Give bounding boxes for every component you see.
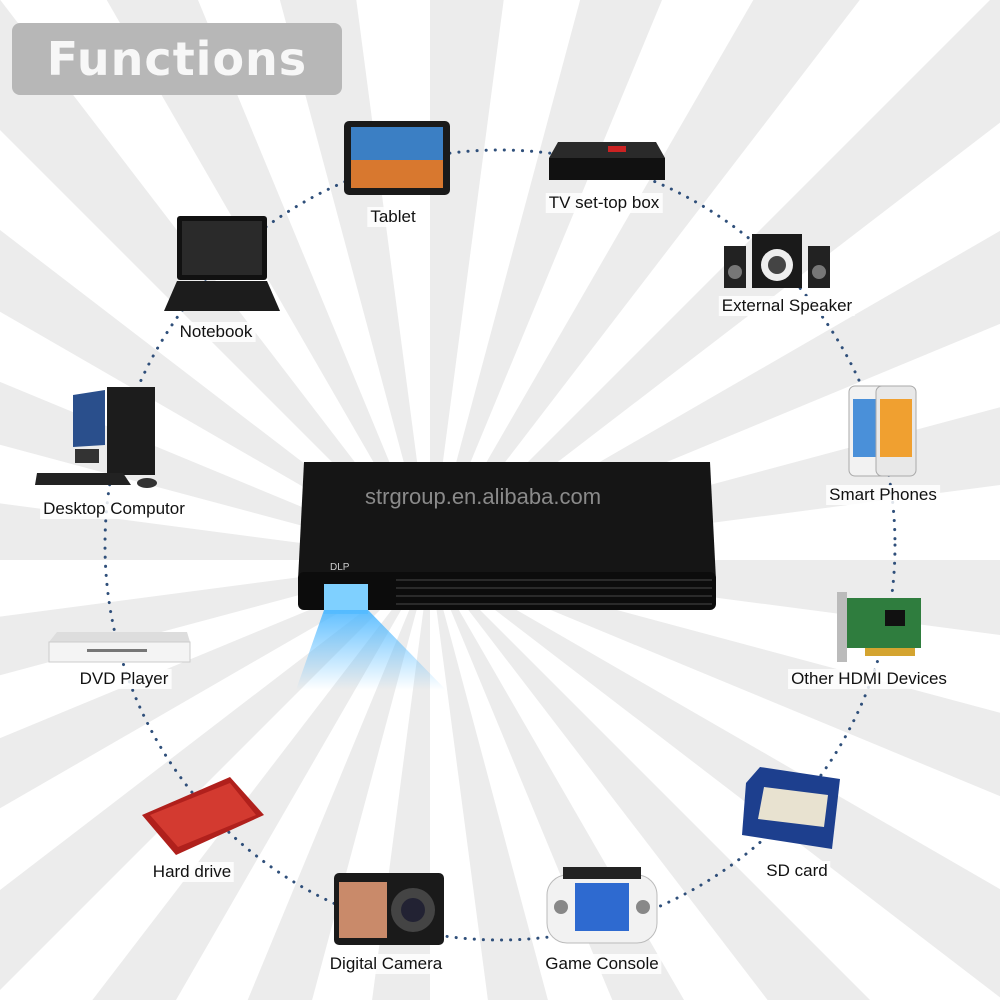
background-ray: [279, 0, 430, 560]
label-desktop-computer: Desktop Computor: [40, 499, 188, 519]
smartphone-icon: [848, 385, 917, 477]
background-ray: [430, 0, 662, 560]
label-sd-card: SD card: [763, 861, 831, 881]
game-console-icon: [546, 867, 658, 944]
label-game-console: Game Console: [542, 954, 662, 974]
label-notebook: Notebook: [176, 322, 256, 342]
background-ray: [0, 560, 430, 809]
label-dvd-player: DVD Player: [76, 669, 172, 689]
dotted-connection-ring: [103, 148, 897, 942]
speaker-icon: [724, 234, 830, 288]
label-smart-phones: Smart Phones: [826, 485, 940, 505]
background-ray: [0, 381, 430, 560]
dvd-player-icon: [48, 632, 191, 663]
laptop-icon: [164, 216, 280, 311]
page-title: Functions: [12, 23, 342, 95]
background-ray: [430, 560, 1000, 797]
hdmi-card-icon: [837, 592, 921, 662]
watermark: strgroup.en.alibaba.com: [365, 484, 602, 509]
camera-icon: [334, 873, 444, 945]
background-ray: [430, 560, 548, 1000]
dlp-logo: DLP: [330, 562, 350, 573]
hard-drive-icon: [142, 777, 264, 855]
background-ray: [106, 0, 430, 560]
tablet-icon: [344, 121, 450, 195]
background-ray: [430, 0, 860, 560]
background-ray: [430, 560, 1000, 998]
desktop-computer-icon: [35, 387, 157, 488]
projection-beam: [296, 610, 446, 690]
projector-image: DLP: [296, 462, 716, 690]
label-hard-drive: Hard drive: [149, 862, 235, 882]
label-external-speaker: External Speaker: [718, 296, 856, 316]
background-ray: [430, 560, 870, 1000]
label-tablet: Tablet: [367, 207, 419, 227]
label-tv-set-top-box: TV set-top box: [545, 193, 663, 213]
label-digital-camera: Digital Camera: [326, 954, 446, 974]
background-ray: [430, 0, 1000, 560]
sd-card-icon: [742, 767, 840, 849]
background-ray: [0, 503, 430, 560]
set-top-box-icon: [549, 142, 665, 180]
background-ray: [247, 560, 430, 1000]
label-other-hdmi-devices: Other HDMI Devices: [788, 669, 950, 689]
